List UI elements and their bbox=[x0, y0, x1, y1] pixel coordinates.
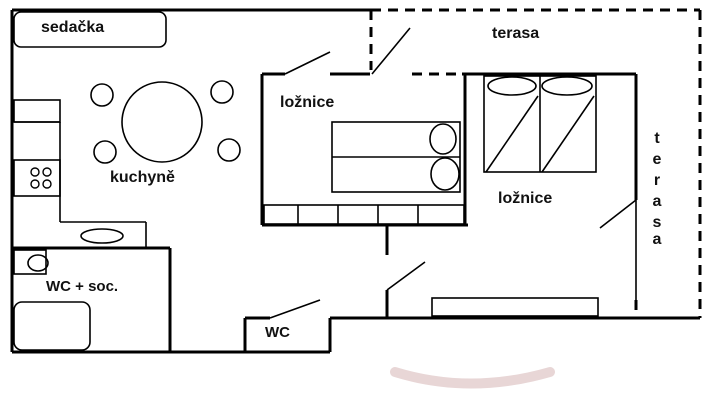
label-kuchyne: kuchyně bbox=[110, 169, 175, 186]
kitchen-counter bbox=[13, 99, 147, 248]
terrace-outline bbox=[369, 8, 702, 318]
watermark-mark bbox=[390, 367, 555, 389]
walls bbox=[10, 8, 700, 354]
label-terasa-side-3: r bbox=[654, 172, 660, 189]
label-loznice-1: ložnice bbox=[280, 94, 334, 111]
label-loznice-2: ložnice bbox=[498, 190, 552, 207]
label-terasa-side-6: a bbox=[653, 231, 662, 248]
label-terasa-side-4: a bbox=[653, 193, 662, 210]
label-wc: WC bbox=[265, 324, 290, 341]
stove-burners bbox=[30, 167, 52, 189]
label-terasa-top: terasa bbox=[492, 25, 539, 42]
bed-double bbox=[331, 121, 461, 193]
sofa bbox=[13, 11, 167, 48]
cabinet bbox=[431, 297, 599, 317]
doors bbox=[269, 27, 637, 319]
label-terasa-side-5: s bbox=[653, 214, 662, 231]
label-sedacka: sedačka bbox=[41, 19, 104, 36]
bed-twin bbox=[483, 75, 597, 173]
label-wc-soc: WC + soc. bbox=[46, 278, 118, 295]
dining-table bbox=[90, 80, 241, 164]
bathroom-fixtures bbox=[13, 228, 124, 351]
label-terasa-side-2: e bbox=[653, 151, 662, 168]
label-terasa-side-1: t bbox=[654, 130, 660, 147]
wardrobe bbox=[263, 204, 465, 225]
